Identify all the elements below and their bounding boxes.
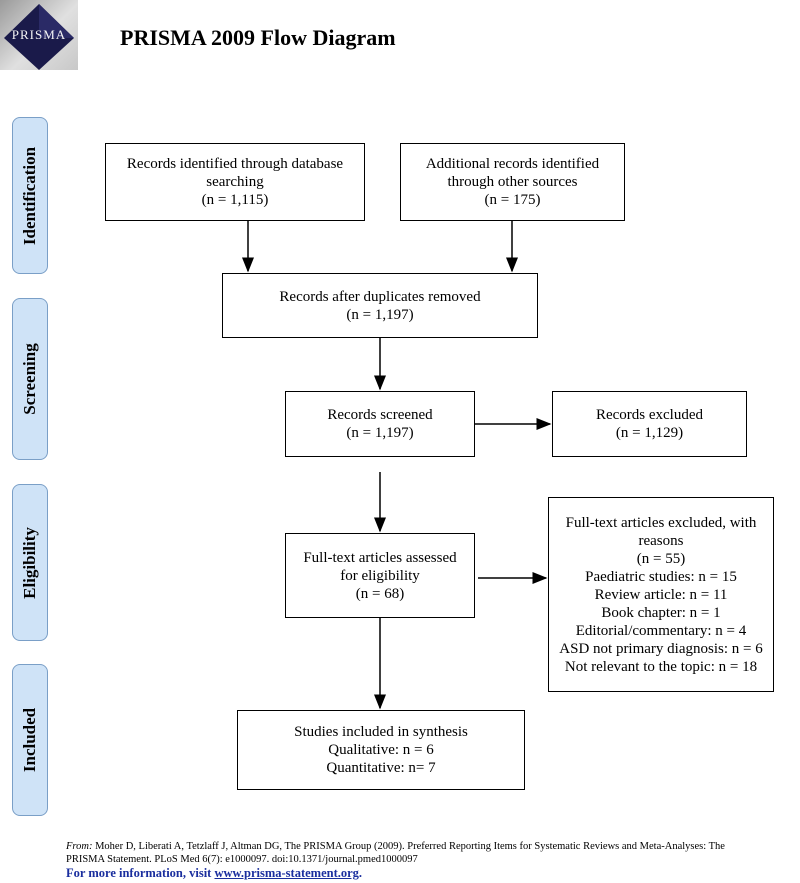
box-line: Qualitative: n = 6 — [328, 742, 434, 758]
phase-eligibility: Eligibility — [12, 484, 48, 641]
box-line: Review article: n = 11 — [594, 586, 728, 603]
logo-triangle-icon — [4, 4, 74, 70]
box-line: Records after duplicates removed — [279, 288, 481, 305]
duplicates-removed-box: Records after duplicates removed (n = 1,… — [222, 273, 538, 338]
footer: From: Moher D, Liberati A, Tetzlaff J, A… — [66, 840, 766, 880]
fulltext-excluded-box: Full-text articles excluded, with reason… — [548, 497, 774, 692]
box-line: Full-text articles assessed — [303, 549, 457, 566]
box-line: (n = 1,115) — [201, 192, 269, 208]
box-line: Not relevant to the topic: n = 18 — [564, 658, 758, 675]
more-info: For more information, visit www.prisma-s… — [66, 867, 766, 880]
other-sources-box: Additional records identified through ot… — [400, 143, 625, 221]
phase-included: Included — [12, 664, 48, 816]
page-title: PRISMA 2009 Flow Diagram — [120, 25, 396, 50]
database-records-box: Records identified through database sear… — [105, 143, 365, 221]
box-line: Book chapter: n = 1 — [601, 604, 721, 621]
box-line: (n = 1,197) — [346, 425, 414, 441]
box-line: searching — [206, 174, 264, 190]
box-line: Quantitative: n= 7 — [326, 760, 436, 776]
box-line: Records identified through database — [126, 156, 344, 172]
records-screened-box: Records screened (n = 1,197) — [285, 391, 475, 457]
records-excluded-box: Records excluded (n = 1,129) — [552, 391, 747, 457]
box-line: (n = 1,197) — [346, 306, 414, 323]
box-line: (n = 55) — [636, 550, 686, 567]
box-line: reasons — [638, 532, 684, 549]
studies-included-box: Studies included in synthesis Qualitativ… — [237, 710, 525, 790]
box-line: Additional records identified — [425, 156, 600, 172]
box-line: for eligibility — [340, 567, 420, 584]
box-line: Editorial/commentary: n = 4 — [575, 622, 747, 639]
box-line: Studies included in synthesis — [294, 724, 468, 740]
prisma-website-link[interactable]: www.prisma-statement.org — [214, 866, 359, 880]
logo-text: PRISMA — [11, 27, 67, 42]
prisma-logo: PRISMA — [0, 0, 78, 70]
more-info-prefix: For more information, visit — [66, 866, 215, 880]
citation: From: Moher D, Liberati A, Tetzlaff J, A… — [66, 840, 766, 866]
more-info-suffix: . — [358, 866, 363, 880]
box-line: (n = 1,129) — [615, 425, 684, 441]
box-line: Full-text articles excluded, with — [565, 514, 757, 531]
box-line: ASD not primary diagnosis: n = 6 — [559, 640, 763, 657]
phase-identification: Identification — [12, 117, 48, 274]
box-line: Records screened — [327, 407, 433, 423]
box-line: Paediatric studies: n = 15 — [585, 568, 737, 585]
box-line: Records excluded — [595, 407, 704, 423]
fulltext-assessed-box: Full-text articles assessed for eligibil… — [285, 533, 475, 618]
citation-from: From: — [66, 841, 93, 852]
phase-screening: Screening — [12, 298, 48, 460]
box-line: through other sources — [447, 174, 578, 190]
citation-text: Moher D, Liberati A, Tetzlaff J, Altman … — [66, 841, 725, 865]
box-line: (n = 68) — [355, 585, 405, 602]
box-line: (n = 175) — [484, 192, 541, 208]
